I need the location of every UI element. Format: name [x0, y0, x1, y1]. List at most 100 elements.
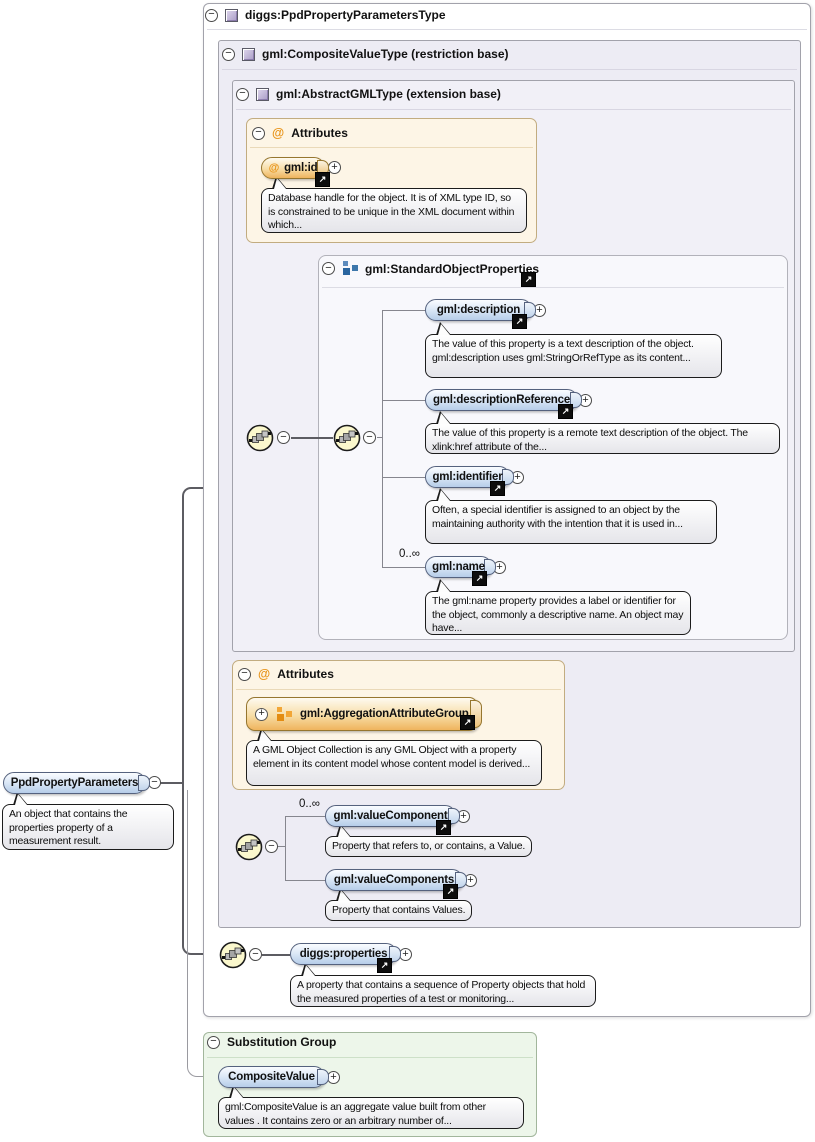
divider — [222, 69, 797, 70]
attribute-at-icon: @ — [258, 666, 271, 681]
element-label: diggs:properties — [299, 948, 388, 960]
jump-link-icon[interactable]: ↗ — [521, 272, 536, 287]
cardinality-label: 0..∞ — [399, 548, 420, 560]
complex-type-icon — [256, 87, 269, 101]
attribute-at-icon: @ — [272, 125, 285, 140]
element-label: gml:valueComponents — [333, 874, 455, 886]
element-composite-value[interactable]: CompositeValue — [218, 1066, 329, 1088]
collapse-icon[interactable]: − — [265, 840, 278, 853]
collapse-icon[interactable]: − — [205, 8, 218, 22]
composite-type-header: − gml:CompositeValueType (restriction ba… — [222, 47, 509, 61]
collapse-icon[interactable]: − — [322, 262, 335, 275]
collapse-icon[interactable]: − — [363, 431, 376, 444]
element-label: gml:description — [436, 304, 521, 316]
tooltip-diggs-properties: A property that contains a sequence of P… — [290, 963, 596, 1007]
connector-trunk-down — [182, 783, 219, 955]
jump-link-icon[interactable]: ↗ — [490, 481, 505, 496]
connector-branch — [382, 310, 383, 567]
tooltip-gml-description: The value of this property is a text des… — [425, 322, 722, 378]
jump-link-icon[interactable]: ↗ — [472, 571, 487, 586]
connector-main — [160, 782, 183, 784]
connector — [377, 437, 383, 438]
connector — [278, 846, 285, 847]
collapse-icon[interactable]: − — [277, 431, 290, 444]
element-gml-identifier[interactable]: gml:identifier — [425, 466, 514, 488]
cardinality-label: 0..∞ — [299, 798, 320, 810]
element-label: CompositeValue — [228, 1071, 315, 1083]
collapse-icon[interactable]: − — [236, 87, 249, 101]
sequence-icon — [219, 941, 247, 969]
element-gml-value-component[interactable]: gml:valueComponent — [325, 805, 460, 827]
connector-substitution — [187, 790, 218, 1077]
divider — [236, 109, 791, 110]
collapse-icon[interactable]: − — [207, 1035, 220, 1049]
attribute-group-icon — [277, 706, 292, 721]
element-label: gml:valueComponent — [333, 810, 448, 822]
composite-type-label: gml:CompositeValueType (restriction base… — [262, 47, 509, 61]
standard-group-label: gml:StandardObjectProperties — [365, 261, 540, 276]
root-type-label: diggs:PpdPropertyParametersType — [245, 8, 446, 22]
complex-type-icon — [225, 8, 238, 22]
attribute-group-aggregation[interactable]: + gml:AggregationAttributeGroup — [246, 697, 482, 731]
element-gml-description-reference[interactable]: gml:descriptionReference — [425, 389, 582, 411]
element-ppd-property-parameters[interactable]: PpdPropertyParameters — [3, 772, 150, 794]
connector — [382, 400, 425, 401]
element-label: gml:name — [432, 561, 485, 573]
divider — [322, 287, 784, 288]
attributes-title: Attributes — [277, 667, 334, 681]
connector — [382, 477, 425, 478]
jump-link-icon[interactable]: ↗ — [512, 314, 527, 329]
sequence-icon — [333, 424, 361, 452]
substitution-group-header: − Substitution Group — [207, 1035, 336, 1049]
connector — [285, 880, 325, 881]
expand-icon[interactable]: + — [255, 707, 268, 721]
element-diggs-properties[interactable]: diggs:properties — [290, 943, 401, 965]
collapse-icon[interactable]: − — [238, 667, 251, 681]
jump-link-icon[interactable]: ↗ — [377, 958, 392, 973]
jump-link-icon[interactable]: ↗ — [460, 715, 475, 730]
divider — [207, 29, 807, 30]
attributes-header: − @ Attributes — [238, 667, 334, 681]
divider — [250, 147, 533, 148]
abstract-type-label: gml:AbstractGMLType (extension base) — [276, 87, 501, 101]
connector — [262, 954, 290, 956]
connector-trunk-up — [182, 487, 219, 783]
tooltip-value-components: Property that contains Values. — [325, 888, 473, 921]
element-gml-value-components[interactable]: gml:valueComponents — [325, 869, 467, 891]
jump-link-icon[interactable]: ↗ — [315, 172, 330, 187]
tooltip-value-component: Property that refers to, or contains, a … — [325, 824, 533, 857]
jump-link-icon[interactable]: ↗ — [443, 884, 458, 899]
jump-link-icon[interactable]: ↗ — [436, 820, 451, 835]
attribute-gml-id[interactable]: @ gml:id — [261, 157, 329, 179]
tooltip-gml-id: Database handle for the object. It is of… — [261, 176, 527, 233]
divider — [236, 689, 561, 690]
jump-link-icon[interactable]: ↗ — [558, 404, 573, 419]
collapse-icon[interactable]: − — [252, 126, 265, 140]
collapse-icon[interactable]: − — [222, 47, 235, 61]
tooltip-gml-identifier: Often, a special identifier is assigned … — [425, 488, 717, 544]
root-type-header: − diggs:PpdPropertyParametersType — [205, 8, 446, 22]
tooltip-composite-value: gml:CompositeValue is an aggregate value… — [218, 1085, 524, 1129]
attribute-at-icon: @ — [268, 161, 280, 174]
complex-type-icon — [242, 47, 255, 61]
collapse-icon[interactable]: − — [249, 948, 262, 961]
abstract-type-header: − gml:AbstractGMLType (extension base) — [236, 87, 501, 101]
sequence-icon — [246, 424, 274, 452]
model-group-icon — [343, 261, 358, 275]
connector — [291, 437, 333, 439]
substitution-group-title: Substitution Group — [227, 1035, 337, 1049]
tooltip-gml-name: The gml:name property provides a label o… — [425, 579, 691, 635]
connector — [382, 567, 425, 568]
connector — [285, 816, 325, 817]
connector — [382, 310, 425, 311]
expand-icon[interactable]: + — [327, 1071, 340, 1084]
sequence-icon — [235, 833, 263, 861]
element-label: gml:descriptionReference — [432, 394, 571, 406]
element-gml-description[interactable]: gml:description — [425, 299, 536, 321]
tooltip-ppd-property-parameters: An object that contains the properties p… — [2, 792, 174, 850]
standard-group-header: − gml:StandardObjectProperties — [322, 261, 539, 276]
divider — [207, 1057, 533, 1058]
element-label: PpdPropertyParameters — [10, 777, 139, 789]
connector-branch — [285, 816, 286, 880]
